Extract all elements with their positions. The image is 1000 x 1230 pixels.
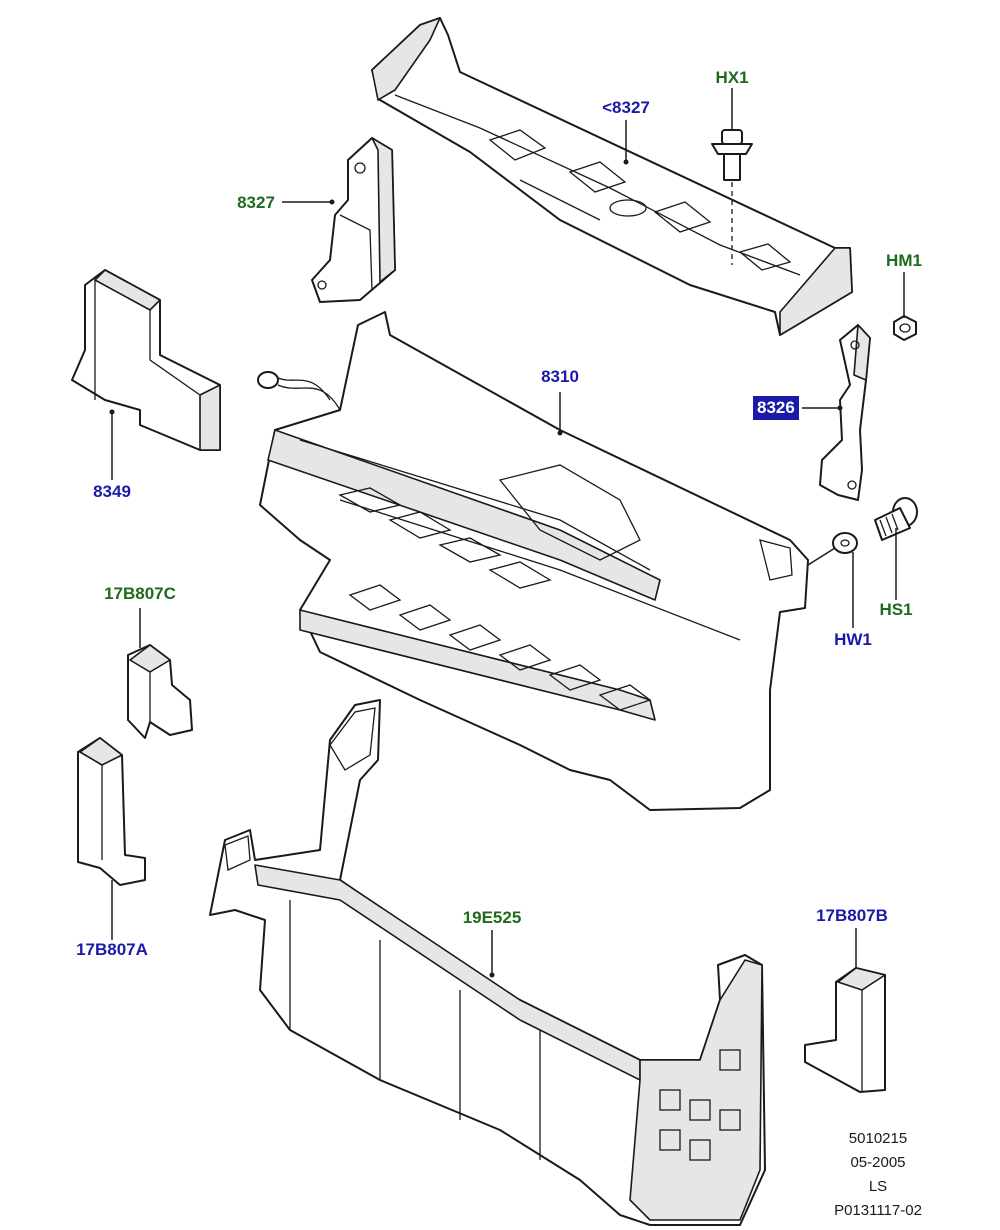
- main-air-deflector[interactable]: [257, 311, 809, 811]
- hex-bolt[interactable]: [874, 497, 918, 541]
- reference-code-line1: 5010215: [848, 1130, 908, 1147]
- callout-17b807b[interactable]: 17B807B: [816, 906, 888, 925]
- foam-block-b[interactable]: [804, 967, 886, 1093]
- callout-8349[interactable]: 8349: [93, 482, 131, 501]
- hex-nut[interactable]: [893, 315, 917, 341]
- callout-17b807c[interactable]: 17B807C: [104, 584, 176, 603]
- callout-hm1[interactable]: HM1: [886, 251, 922, 270]
- callout-8327-upper[interactable]: <8327: [602, 98, 650, 117]
- foam-block-c[interactable]: [127, 644, 193, 739]
- leader-lines: [109, 88, 905, 978]
- left-mounting-bracket[interactable]: [311, 137, 396, 303]
- foam-block-a[interactable]: [77, 737, 146, 886]
- foam-block-large[interactable]: [71, 269, 221, 451]
- callout-8326-selected[interactable]: 8326: [753, 396, 799, 420]
- callout-8310[interactable]: 8310: [541, 367, 579, 386]
- callout-17b807a[interactable]: 17B807A: [76, 940, 148, 959]
- flat-washer[interactable]: [832, 532, 858, 554]
- reference-date: 05-2005: [850, 1154, 906, 1171]
- reference-illustration-id: P0131117-02: [834, 1202, 922, 1219]
- callout-hs1[interactable]: HS1: [879, 600, 913, 619]
- lower-frame-support[interactable]: [209, 699, 766, 1226]
- right-mounting-bracket[interactable]: [819, 324, 871, 501]
- callout-hx1[interactable]: HX1: [715, 68, 749, 87]
- reference-model: LS: [868, 1178, 888, 1195]
- callout-8327[interactable]: 8327: [237, 193, 275, 212]
- upper-deflector-panel[interactable]: [371, 17, 853, 336]
- push-pin-clip[interactable]: [711, 129, 753, 265]
- callout-19e525[interactable]: 19E525: [462, 908, 522, 927]
- callout-hw1[interactable]: HW1: [834, 630, 872, 649]
